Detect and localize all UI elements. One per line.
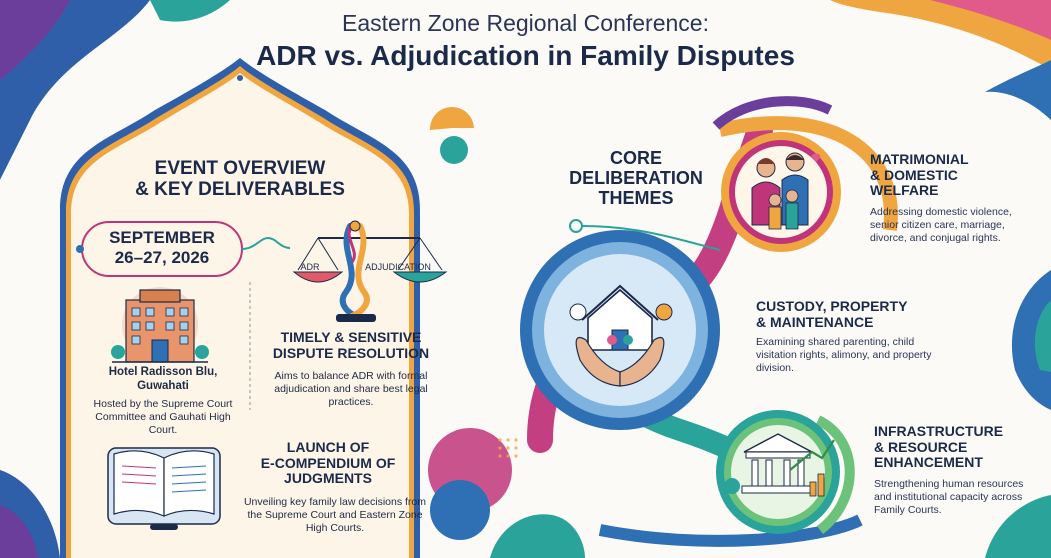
overview-heading: EVENT OVERVIEW & KEY DELIVERABLES (120, 158, 360, 201)
event-date-days: 26–27, 2026 (114, 247, 210, 267)
blob-right-blue (985, 60, 1051, 120)
venue-name: Hotel Radisson Blu, Guwahati (98, 366, 228, 394)
themes-heading: CORE DELIBERATION THEMES (558, 148, 714, 208)
blob-right-mid (1011, 270, 1051, 410)
venue-description: Hosted by the Supreme Court Committee an… (93, 398, 233, 437)
dot-teal (440, 136, 468, 164)
theme-custody-title: CUSTODY, PROPERTY & MAINTENANCE (756, 298, 946, 330)
blob-right-mid-teal (1034, 300, 1051, 372)
theme-matrimonial-title-line2: & DOMESTIC (870, 166, 958, 183)
launch-heading: LAUNCH OF E-COMPENDIUM OF JUDGMENTS (240, 439, 416, 487)
launch-heading-line1: LAUNCH OF (286, 439, 370, 455)
launch-heading-line2: E-COMPENDIUM OF (260, 454, 396, 471)
theme-matrimonial-title: MATRIMONIAL & DOMESTIC WELFARE (870, 151, 1030, 199)
arch-finial (237, 75, 243, 81)
ebook-illustration (107, 447, 221, 530)
conference-title: ADR vs. Adjudication in Family Disputes (256, 40, 795, 71)
scale-left-label: ADR (300, 262, 320, 272)
blob-top-right-pink (930, 0, 1051, 40)
timely-heading-line1: TIMELY & SENSITIVE (280, 329, 422, 345)
theme-custody-description: Examining shared parenting, child visita… (756, 336, 932, 375)
theme-infrastructure-title-line1: INFRASTRUCTURE (874, 423, 1004, 439)
scale-right-label: ADJUDICATION (365, 262, 431, 272)
date-pill-dot (76, 245, 84, 253)
themes-heading-line1: CORE (609, 148, 662, 168)
blob-bottom-right (985, 495, 1051, 558)
blob-top-left-inner (0, 0, 70, 80)
courthouse-illustration (716, 410, 840, 534)
themes-heading-line3: THEMES (598, 188, 674, 209)
overview-heading-line1: EVENT OVERVIEW (154, 158, 326, 179)
half-circle-orange (429, 106, 474, 130)
event-date: SEPTEMBER 26–27, 2026 (88, 228, 236, 267)
arch-panel (71, 73, 409, 558)
launch-heading-line3: JUDGMENTS (284, 470, 372, 487)
conference-subtitle: Eastern Zone Regional Conference: (342, 10, 709, 36)
scale-illustration (292, 220, 448, 322)
venue-name-line1: Hotel Radisson Blu, (108, 366, 218, 378)
theme-infrastructure-title: INFRASTRUCTURE & RESOURCE ENHANCEMENT (874, 423, 1034, 471)
theme-custody-title-line2: & MAINTENANCE (756, 313, 874, 330)
blob-top-left-teal (150, 0, 230, 22)
launch-description: Unveiling key family law decisions from … (243, 496, 427, 535)
event-date-month: SEPTEMBER (109, 228, 215, 247)
theme-matrimonial-title-line3: WELFARE (870, 182, 939, 199)
blob-bottom-left-inner (0, 505, 38, 558)
theme-infrastructure-title-line3: ENHANCEMENT (874, 454, 983, 471)
timely-heading: TIMELY & SENSITIVE DISPUTE RESOLUTION (262, 329, 440, 361)
theme-matrimonial-title-line1: MATRIMONIAL (870, 151, 969, 167)
date-pill-tail (241, 236, 291, 250)
dot-pattern (498, 438, 518, 458)
blob-bottom-mid (490, 514, 585, 558)
theme-infrastructure-title-line2: & RESOURCE (874, 438, 968, 455)
themes-heading-line2: DELIBERATION (569, 168, 703, 189)
timely-heading-line2: DISPUTE RESOLUTION (272, 344, 430, 361)
home-hands-illustration (520, 230, 720, 430)
family-illustration (721, 132, 841, 252)
timely-description: Aims to balance ADR with formal adjudica… (274, 370, 428, 409)
theme-custody-title-line1: CUSTODY, PROPERTY (756, 298, 908, 314)
circle-blue (430, 480, 490, 540)
theme-matrimonial-description: Addressing domestic violence, senior cit… (870, 206, 1012, 245)
hotel-illustration (111, 287, 209, 363)
theme-infrastructure-description: Strengthening human resources and instit… (874, 478, 1024, 517)
venue-name-line2: Guwahati (137, 379, 189, 392)
overview-heading-line2: & KEY DELIVERABLES (135, 179, 345, 201)
